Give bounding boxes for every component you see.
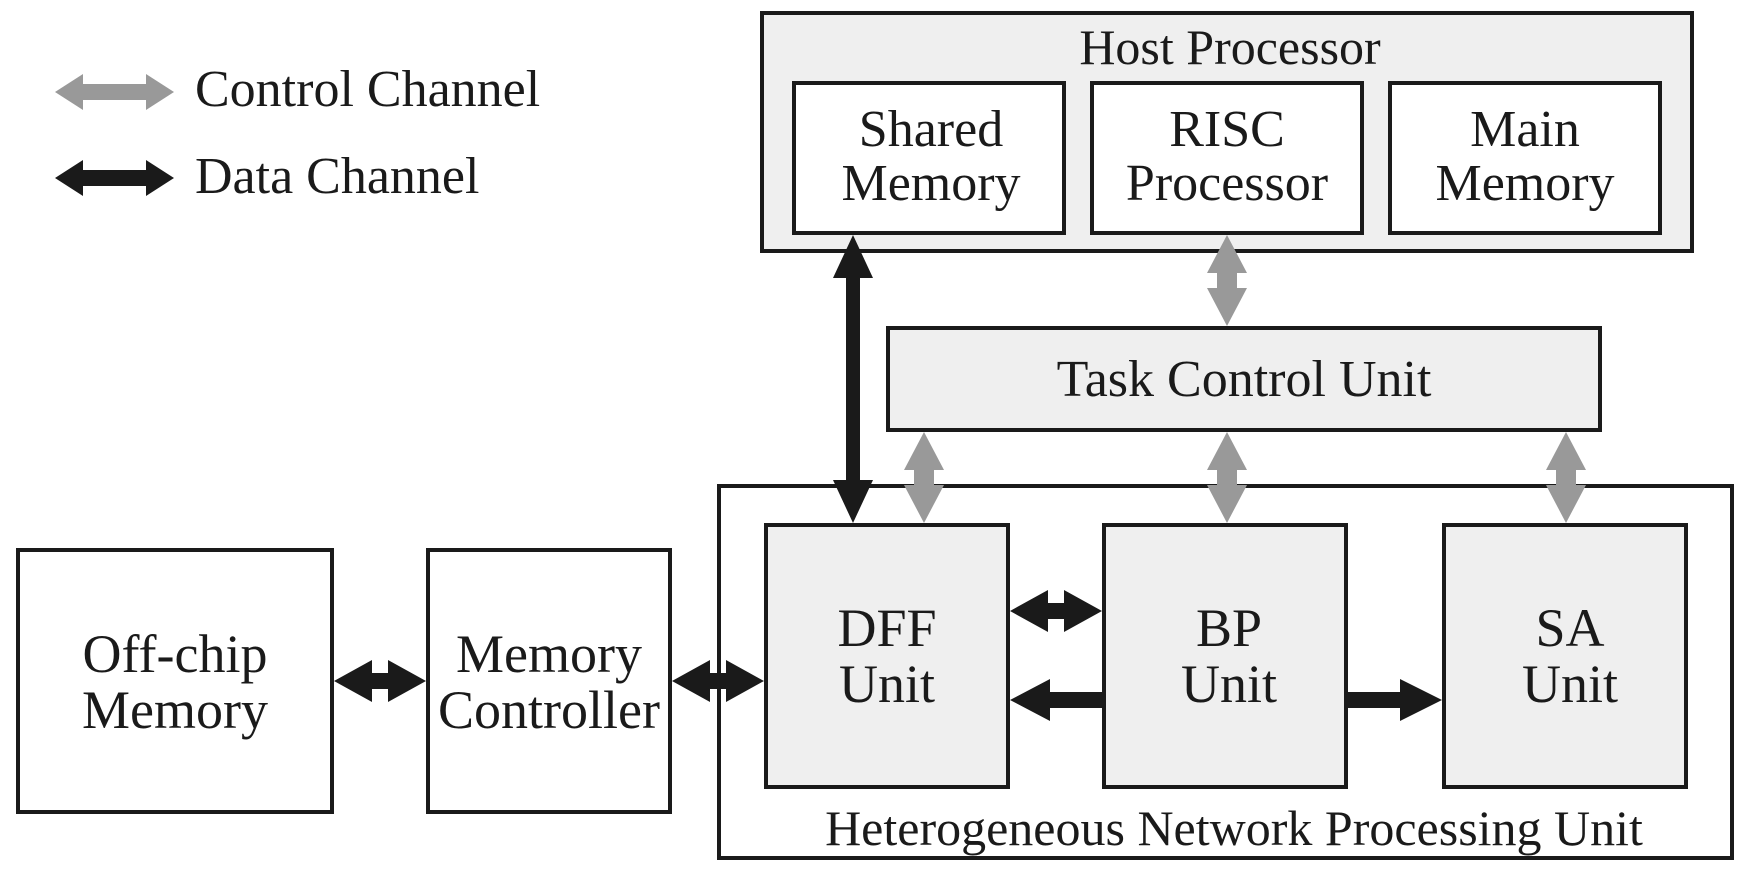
data-arrows [334, 235, 1442, 721]
bp-unit: BP Unit [1102, 523, 1348, 789]
data-arrow-dff-bp [1010, 590, 1102, 632]
shared-memory-line1: Shared [859, 101, 1003, 158]
data-channel-legend-arrow [55, 160, 174, 196]
dff-unit: DFF Unit [764, 523, 1010, 789]
memory-controller: Memory Controller [426, 548, 672, 814]
control-channel-legend-arrow [55, 74, 174, 110]
memory-controller-line1: Memory [456, 624, 642, 684]
bp-unit-line2: Unit [1181, 654, 1277, 714]
risc-processor-line2: Processor [1126, 155, 1328, 212]
main-memory-box: Main Memory [1388, 81, 1662, 235]
task-control-unit: Task Control Unit [886, 326, 1602, 432]
shared-memory-line2: Memory [841, 155, 1020, 212]
control-arrow-task-control-dff [904, 432, 944, 523]
dff-unit-line2: Unit [839, 654, 935, 714]
sa-unit-line2: Unit [1522, 654, 1618, 714]
sa-unit-line1: SA [1535, 598, 1604, 658]
main-memory-line2: Memory [1435, 155, 1614, 212]
data-arrow-bp-to-dff [1010, 679, 1102, 721]
data-arrow-controller-dff [672, 660, 764, 702]
dff-unit-line1: DFF [837, 598, 936, 658]
offchip-memory: Off-chip Memory [16, 548, 334, 814]
data-arrow-shared-memory-dff [833, 235, 873, 523]
control-arrow-task-control-sa [1546, 432, 1586, 523]
shared-memory-box: Shared Memory [792, 81, 1066, 235]
risc-processor-box: RISC Processor [1090, 81, 1364, 235]
bp-unit-line1: BP [1196, 598, 1262, 658]
host-processor-title: Host Processor [1079, 19, 1381, 75]
hnpu-title: Heterogeneous Network Processing Unit [825, 800, 1643, 856]
task-control-unit-label: Task Control Unit [1057, 351, 1432, 408]
control-arrow-risc-task-control [1207, 235, 1247, 326]
legend-data-label: Data Channel [195, 148, 479, 205]
risc-processor-line1: RISC [1169, 101, 1285, 158]
data-arrow-bp-to-sa [1348, 679, 1442, 721]
offchip-memory-line2: Memory [82, 680, 268, 740]
legend: Control Channel Data Channel [55, 61, 540, 205]
hnpu-container: Heterogeneous Network Processing Unit DF… [717, 484, 1734, 860]
control-arrow-task-control-bp [1207, 432, 1247, 523]
main-memory-line1: Main [1470, 101, 1580, 158]
control-arrows [904, 235, 1586, 523]
offchip-memory-line1: Off-chip [83, 624, 268, 684]
data-arrow-offchip-controller [334, 660, 426, 702]
memory-controller-line2: Controller [438, 680, 660, 740]
sa-unit: SA Unit [1442, 523, 1688, 789]
legend-control-label: Control Channel [195, 61, 540, 118]
host-processor: Host Processor Shared Memory RISC Proces… [760, 11, 1694, 253]
